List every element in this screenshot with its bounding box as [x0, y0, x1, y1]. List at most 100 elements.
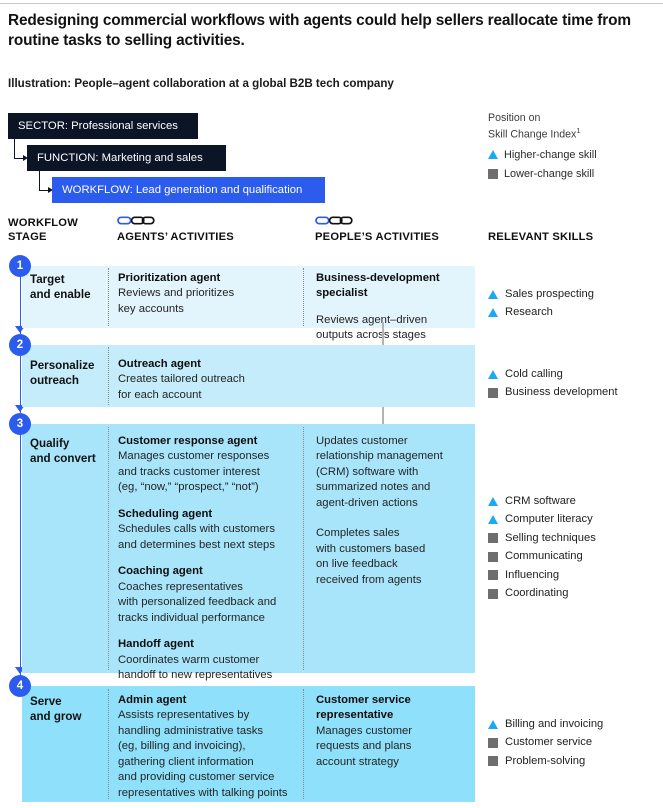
- agents-cell-3: Customer response agent Manages customer…: [118, 434, 308, 684]
- skill-item: Influencing: [488, 566, 660, 585]
- people-body: Manages customer requests and plans acco…: [316, 724, 413, 768]
- column-header-skills: RELEVANT SKILLS: [488, 231, 594, 243]
- stage-badge-4: 4: [9, 675, 31, 697]
- square-marker-icon: [488, 588, 498, 599]
- row-band-3: [22, 424, 475, 673]
- legend-title-line2: Skill Change Index: [488, 128, 577, 141]
- square-marker-icon: [488, 533, 498, 544]
- stage-badge-2: 2: [9, 334, 31, 356]
- skill-item: Coordinating: [488, 585, 660, 604]
- page-subtitle: Illustration: People–agent collaboration…: [8, 77, 394, 90]
- column-header-people: PEOPLE’S ACTIVITIES: [315, 231, 439, 243]
- connector-function-to-workflow: [39, 171, 50, 191]
- column-divider: [108, 689, 109, 799]
- skill-item: Business development: [488, 384, 660, 403]
- agent-body: Coaches representatives with personalize…: [118, 580, 277, 624]
- skill-label: Influencing: [505, 568, 560, 581]
- stage-label-3: Qualify and convert: [30, 437, 96, 466]
- agent-heading: Coaching agent: [118, 565, 203, 578]
- legend-item-label: Higher-change skill: [504, 148, 597, 161]
- triangle-marker-icon: [488, 308, 498, 318]
- agent-body: Assists representatives by handling admi…: [118, 709, 288, 799]
- square-marker-icon: [488, 168, 498, 179]
- legend-title-line1: Position on: [488, 112, 541, 124]
- column-divider: [108, 427, 109, 670]
- function-label: FUNCTION: Marketing and sales: [37, 152, 203, 164]
- stage-label-4: Serve and grow: [30, 695, 82, 724]
- skill-item: Sales prospecting: [488, 285, 660, 304]
- skills-cell-4: Billing and invoicing Customer service P…: [488, 715, 660, 771]
- skills-cell-3: CRM software Computer literacy Selling t…: [488, 492, 660, 603]
- skill-item: Selling techniques: [488, 529, 660, 548]
- people-body: Reviews agent–driven outputs across stag…: [316, 313, 428, 342]
- connector-sector-to-function: [14, 139, 25, 159]
- people-body: Completes sales with customers based on …: [316, 527, 426, 586]
- triangle-marker-icon: [488, 515, 498, 525]
- skill-item: Customer service: [488, 734, 660, 753]
- sector-label: SECTOR: Professional services: [18, 120, 178, 132]
- stage-rail: [19, 266, 22, 684]
- page-title: Redesigning commercial workflows with ag…: [8, 12, 631, 50]
- stage-rail-arrow-icon: [15, 667, 25, 674]
- skill-item: Problem-solving: [488, 752, 660, 771]
- connector-arrow-1-icon: [23, 154, 28, 161]
- people-body: Updates customer relationship management…: [316, 435, 443, 509]
- skill-item: Billing and invoicing: [488, 715, 660, 734]
- legend-footnote-marker: 1: [576, 125, 581, 135]
- people-cell-3: Updates customer relationship management…: [316, 434, 481, 588]
- triangle-marker-icon: [488, 496, 498, 506]
- chain-link-icon: [312, 213, 354, 233]
- column-divider: [303, 268, 304, 326]
- agents-cell-1: Prioritization agent Reviews and priorit…: [118, 271, 298, 317]
- square-marker-icon: [488, 551, 498, 562]
- workflow-label: WORKFLOW: Lead generation and qualificat…: [62, 184, 303, 196]
- function-box[interactable]: FUNCTION: Marketing and sales: [27, 145, 226, 171]
- skill-label: Problem-solving: [505, 754, 586, 767]
- agent-heading: Prioritization agent: [118, 272, 221, 284]
- column-divider: [303, 689, 304, 799]
- connector-arrow-2-icon: [48, 186, 53, 193]
- agent-heading: Customer response agent: [118, 435, 258, 447]
- agent-body: Schedules calls with customers and deter…: [118, 523, 275, 551]
- workflow-box[interactable]: WORKFLOW: Lead generation and qualificat…: [52, 177, 325, 203]
- skill-label: Cold calling: [505, 367, 563, 380]
- skill-label: Selling techniques: [505, 531, 596, 544]
- triangle-marker-icon: [488, 289, 498, 299]
- stage-label-1: Target and enable: [30, 273, 91, 302]
- legend-item-lower-change: Lower-change skill: [488, 168, 658, 180]
- people-heading: Customer service representative: [316, 694, 411, 722]
- row-band-4: [22, 686, 475, 802]
- stage-badge-1: 1: [9, 255, 31, 277]
- skill-label: Communicating: [505, 550, 583, 563]
- agent-heading: Handoff agent: [118, 638, 194, 651]
- top-divider: [0, 3, 663, 4]
- skill-item: Communicating: [488, 548, 660, 567]
- skill-label: Business development: [505, 386, 618, 399]
- skill-label: CRM software: [505, 494, 576, 507]
- legend-item-label: Lower-change skill: [504, 167, 595, 180]
- triangle-marker-icon: [488, 719, 498, 729]
- agent-heading: Scheduling agent: [118, 507, 213, 520]
- stage-label-2: Personalize outreach: [30, 359, 95, 388]
- sector-box[interactable]: SECTOR: Professional services: [8, 113, 198, 139]
- legend-title: Position on Skill Change Index1: [488, 111, 658, 142]
- agent-heading: Outreach agent: [118, 358, 201, 370]
- legend: Position on Skill Change Index1 Higher-c…: [488, 111, 658, 180]
- chain-link-icon: [114, 213, 156, 233]
- skill-label: Billing and invoicing: [505, 717, 604, 730]
- agents-cell-4: Admin agent Assists representatives by h…: [118, 693, 310, 801]
- skill-item: CRM software: [488, 492, 660, 511]
- agent-body: Manages customer responses and tracks cu…: [118, 450, 270, 494]
- skill-label: Research: [505, 306, 553, 319]
- stage-rail-arrow-icon: [15, 326, 25, 333]
- skills-cell-2: Cold calling Business development: [488, 365, 660, 402]
- legend-item-higher-change: Higher-change skill: [488, 149, 658, 161]
- skill-item: Cold calling: [488, 365, 660, 384]
- skill-label: Sales prospecting: [505, 287, 594, 300]
- square-marker-icon: [488, 570, 498, 581]
- agent-body: Reviews and prioritizes key accounts: [118, 287, 235, 315]
- triangle-marker-icon: [488, 369, 498, 379]
- row-band-2: [22, 345, 475, 407]
- stage-badge-3: 3: [9, 413, 31, 435]
- column-divider: [303, 427, 304, 670]
